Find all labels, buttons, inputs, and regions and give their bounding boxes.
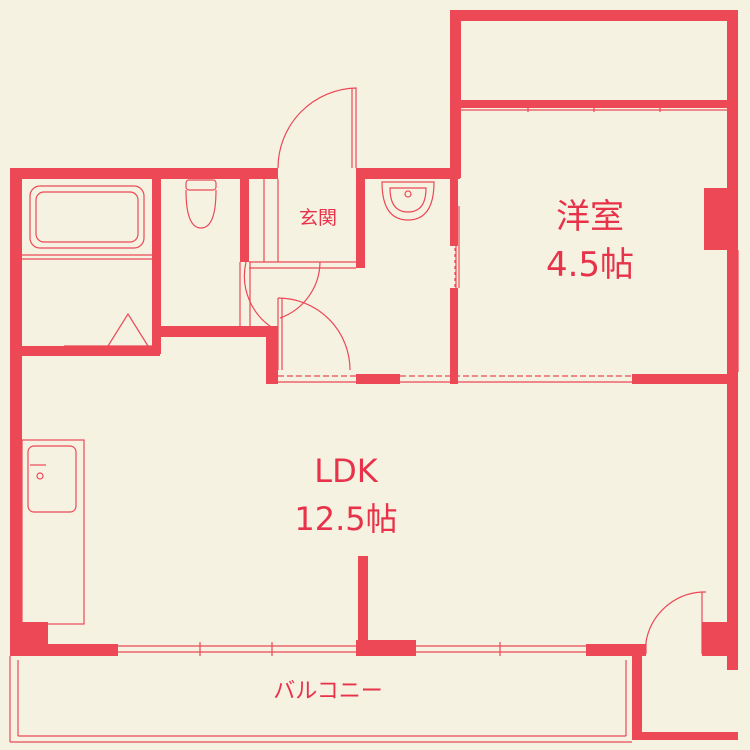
washing-machine-pan-icon bbox=[107, 312, 149, 347]
bathtub-icon bbox=[29, 185, 145, 249]
thin-lines bbox=[9, 100, 739, 743]
ldk-name: LDK bbox=[314, 452, 378, 490]
entrance-label: 玄関 bbox=[299, 207, 337, 229]
kitchen-sink-icon bbox=[21, 439, 85, 625]
toilet-icon bbox=[185, 179, 217, 229]
western-room-size: 4.5帖 bbox=[546, 245, 634, 285]
walls bbox=[10, 10, 738, 740]
washbasin-icon bbox=[381, 181, 435, 221]
ldk-size: 12.5帖 bbox=[294, 500, 397, 538]
balcony-label: バルコニー bbox=[273, 679, 383, 704]
doors bbox=[243, 87, 706, 654]
western-room-name: 洋室 bbox=[556, 197, 624, 237]
